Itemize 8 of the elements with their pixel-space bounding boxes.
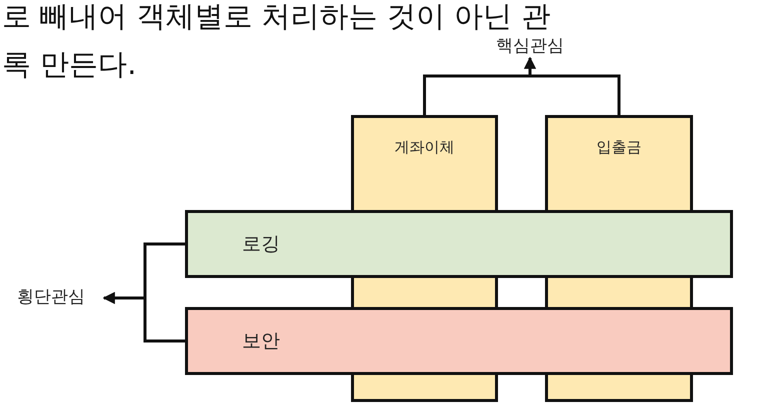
heading-text: 핵심관심 [488,36,572,56]
heading-text: 횡단관심 [8,287,94,307]
sentence-text: 록 만든다. [2,48,136,81]
band-box: 로깅 [185,210,733,278]
connector-arrow [102,292,185,342]
band-box: 보안 [185,307,733,375]
sentence-text: 로 빼내어 객체별로 처리하는 것이 아닌 관 [2,0,550,33]
connector-arrow [524,56,620,115]
